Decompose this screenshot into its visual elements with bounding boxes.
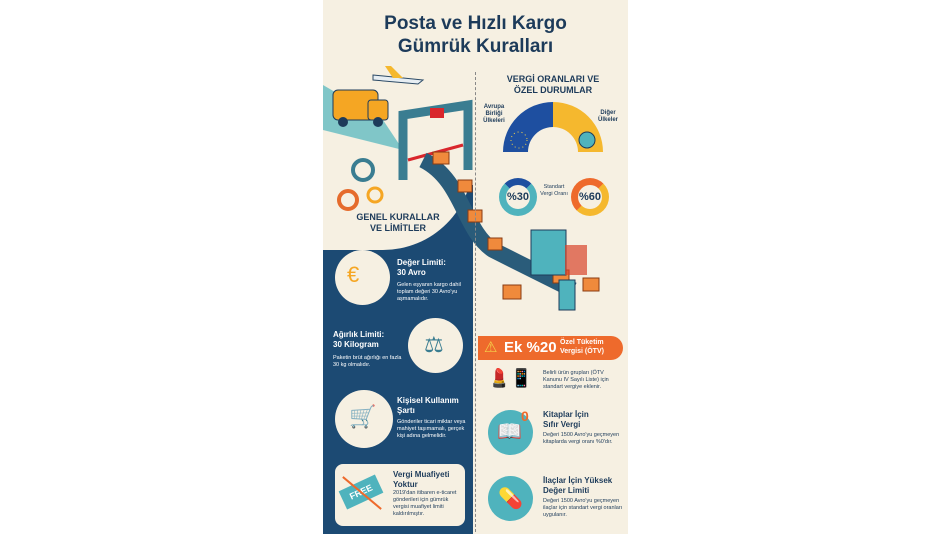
divider — [475, 72, 476, 532]
rule-title: 30 Avro — [397, 268, 426, 277]
title-line: Gümrük Kuralları — [397, 36, 554, 57]
rule-title: Şartı — [397, 406, 415, 415]
eu-flag-icon — [510, 131, 528, 149]
book-glyph: 📖 — [497, 421, 522, 443]
person-cart-icon: 🛒 — [349, 404, 377, 429]
title-line: Posta ve Hızlı Kargo — [384, 13, 567, 34]
otv-label-line: Özel Tüketim — [560, 339, 604, 346]
standard-rate-label: Standart Vergi Oranı — [540, 184, 568, 197]
otv-rate: Ek %20 — [504, 339, 557, 356]
rule-text: Paketin brüt ağırlığı en fazla 30 kg olm… — [333, 355, 402, 368]
warning-icon: ⚠ — [484, 339, 498, 356]
heading-line: VE LİMİTLER — [370, 223, 426, 233]
xray-scanner-icon — [530, 229, 587, 311]
otv-label-line: Vergisi (ÖTV) — [560, 348, 604, 355]
rule-title: Değer Limiti: — [397, 258, 446, 267]
meds-title: Değer Limiti — [543, 486, 590, 495]
weight-limit-bubble: ⚖ — [408, 318, 463, 373]
cosmetics-electronics-icon: 💄📱 — [488, 368, 533, 388]
zero-badge: 0 — [521, 408, 529, 424]
heading-line: ÖZEL DURUMLAR — [513, 85, 593, 95]
eu-rate-donut: %30 — [499, 178, 537, 216]
otv-text: Belirli ürün grupları (ÖTV Kanunu IV Say… — [543, 370, 609, 390]
personal-use-bubble: 🛒 — [335, 390, 393, 448]
rule-title: Vergi Muafiyeti — [393, 470, 450, 479]
eu-segment — [503, 102, 553, 152]
scale-icon: ⚖ — [424, 332, 444, 357]
value-limit-bubble: € — [335, 250, 390, 305]
heading-line: GENEL KURALLAR — [356, 212, 440, 222]
rule-title: Ağırlık Limiti: — [333, 330, 385, 339]
books-title: Sıfır Vergi — [543, 420, 581, 429]
rule-text: 2019'dan itibaren e-ticaret gönderileri … — [393, 490, 457, 517]
rate-half-donut — [503, 102, 603, 152]
books-title: Kitaplar İçin — [543, 410, 589, 419]
rule-text: Gönderiler ticari miktar veya mahiyet ta… — [397, 419, 466, 439]
airplane-icon — [372, 66, 425, 85]
rule-title: Kişisel Kullanım — [397, 396, 459, 405]
medicine-icon: 💊 — [488, 476, 533, 521]
meds-text: Değeri 1500 Avro'yu geçmeyen ilaçlar içi… — [543, 498, 623, 518]
rule-text: Gelen eşyanın kargo dahil toplam değeri … — [397, 282, 461, 302]
pill-glyph: 💊 — [498, 488, 523, 510]
other-rate-donut: %60 — [571, 178, 609, 216]
books-text: Değeri 1500 Avro'yu geçmeyen kitaplarda … — [543, 432, 620, 445]
heading-line: VERGİ ORANLARI VE — [506, 74, 600, 84]
price-tag-coins-icon: € — [347, 262, 360, 287]
meds-title: İlaçlar İçin Yüksek — [543, 476, 613, 485]
rule-title: Yoktur — [393, 480, 418, 489]
cargo-illustration — [323, 66, 600, 311]
globe-icon — [578, 131, 596, 149]
eu-label: Avrupa Birliği Ülkeleri — [483, 104, 505, 124]
other-label: Diğer Ülkeler — [597, 110, 618, 123]
book-icon: 📖 — [488, 410, 533, 455]
van-icon — [332, 89, 389, 127]
gears-icon — [337, 158, 384, 211]
rule-title: 30 Kilogram — [333, 340, 379, 349]
